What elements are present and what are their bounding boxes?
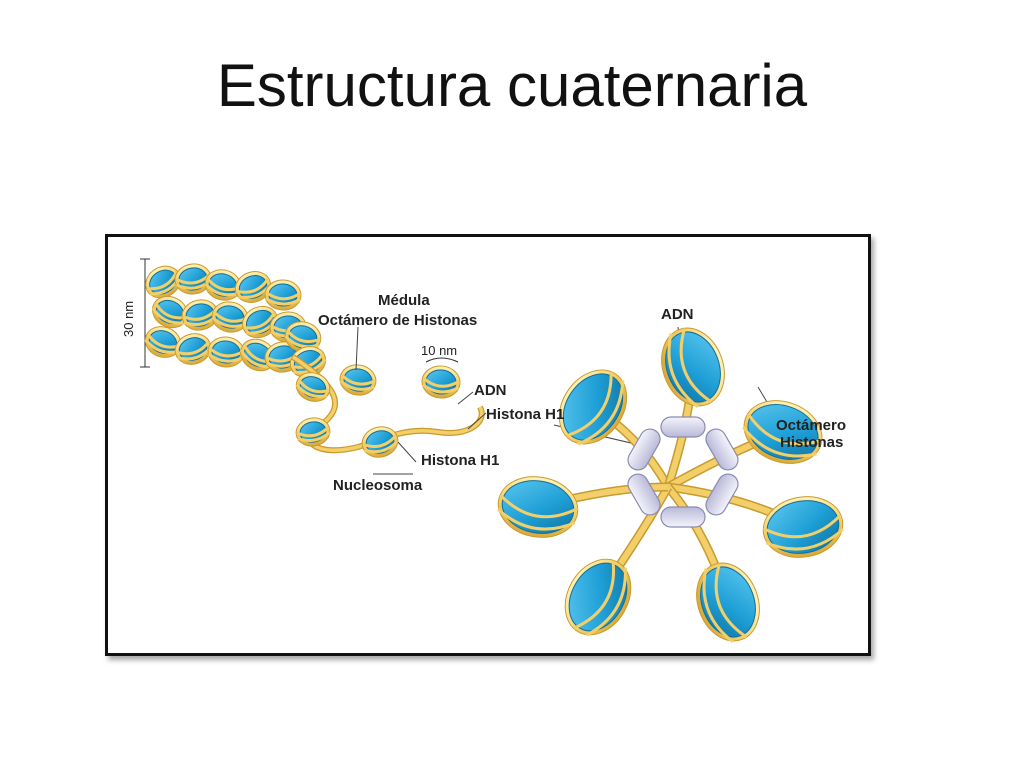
rosette-nucleosome [564,558,632,637]
rosette-nucleosome [762,496,844,558]
fiber-nucleosome [234,271,272,303]
nucleosome [339,364,377,396]
fiber-nucleosome [207,336,245,368]
label-adn-left: ADN [474,382,507,399]
rosette-nucleosome [497,476,579,538]
slide-title: Estructura cuaternaria [216,52,808,119]
fiber-nucleosome [174,333,212,365]
histone-h1-segment [660,506,706,528]
fiber-nucleosome [151,295,189,329]
scale-10nm-bracket [425,357,459,363]
label-10nm: 10 nm [421,343,457,358]
histone-h1-segment [627,473,661,516]
scale-30nm-bracket [140,258,150,368]
nucleosome-rosette [497,327,844,643]
rosette-nucleosome [558,369,628,446]
fiber-nucleosome [181,299,219,331]
nucleosome [361,426,399,458]
label-medula: Médula [378,292,430,309]
label-octamero-de-histonas: Octámero de Histonas [318,312,477,329]
dna-linker-strand [291,354,485,454]
fiber-nucleosome [204,269,242,301]
nucleosome [295,417,331,447]
label-histonas: Histonas [780,434,843,451]
fiber-nucleosome [174,263,212,295]
rosette-nucleosome [661,327,725,408]
label-octamero: Octámero [776,417,846,434]
label-histona-h1-upper: Histona H1 [486,406,564,423]
label-30nm: 30 nm [121,301,136,337]
label-nucleosoma: Nucleosoma [333,477,423,494]
chromatin-diagram: 30 nm Médula Octá [121,258,846,643]
label-histona-h1-lower: Histona H1 [421,452,499,469]
chromatin-fiber [144,263,327,378]
rosette-nucleosome [742,400,823,464]
histone-h1-ring [627,416,739,528]
nucleosome-group [295,364,461,458]
fiber-nucleosome [284,321,322,353]
histone-h1-segment [627,428,661,471]
nucleosome [421,365,461,399]
nucleosome [295,372,331,402]
rosette-nucleosome [696,562,760,643]
label-adn-right: ADN [661,306,694,323]
chromatin-figure: 30 nm Médula Octá [105,234,871,656]
fiber-nucleosome [242,305,279,339]
histone-h1-segment [660,416,706,438]
histone-h1-segment [705,428,739,471]
histone-h1-segment [705,473,739,516]
fiber-nucleosome [264,279,302,311]
